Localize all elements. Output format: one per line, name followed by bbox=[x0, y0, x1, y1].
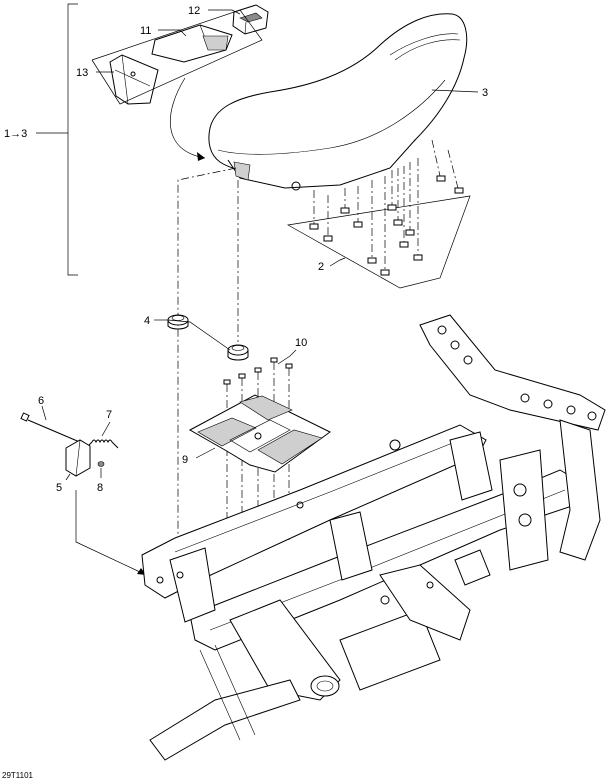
callout-11: 11 bbox=[140, 25, 151, 37]
part-4-grommets bbox=[167, 314, 249, 361]
part-5-latch-bracket bbox=[65, 439, 91, 477]
callout-8: 8 bbox=[97, 482, 103, 494]
callout-12: 12 bbox=[188, 5, 200, 17]
callout-7: 7 bbox=[106, 409, 112, 421]
callout-6: 6 bbox=[38, 395, 44, 407]
callout-5: 5 bbox=[56, 482, 62, 494]
callout-3: 3 bbox=[482, 87, 488, 99]
callout-2: 2 bbox=[318, 261, 324, 273]
part-12-latch-block bbox=[232, 4, 269, 35]
part-9-support-plate bbox=[188, 394, 331, 473]
callout-9: 9 bbox=[182, 454, 188, 466]
part-6-long-bolt bbox=[20, 412, 83, 444]
callout-1-3: 1→3 bbox=[4, 128, 27, 140]
vehicle-frame bbox=[141, 314, 606, 761]
figure-id: 29T1101 bbox=[2, 771, 34, 780]
part-13-rear-cover bbox=[109, 54, 159, 105]
part-11-foam-insert bbox=[151, 24, 233, 63]
part-8-pin bbox=[97, 461, 105, 467]
assembly-bracket bbox=[36, 3, 78, 276]
callout-4: 4 bbox=[144, 315, 150, 327]
part-3-seat bbox=[208, 13, 468, 191]
part-2-bumper-set bbox=[286, 139, 471, 289]
part-7-spring bbox=[87, 439, 119, 449]
callout-10: 10 bbox=[295, 337, 307, 349]
callout-13: 13 bbox=[76, 67, 88, 79]
